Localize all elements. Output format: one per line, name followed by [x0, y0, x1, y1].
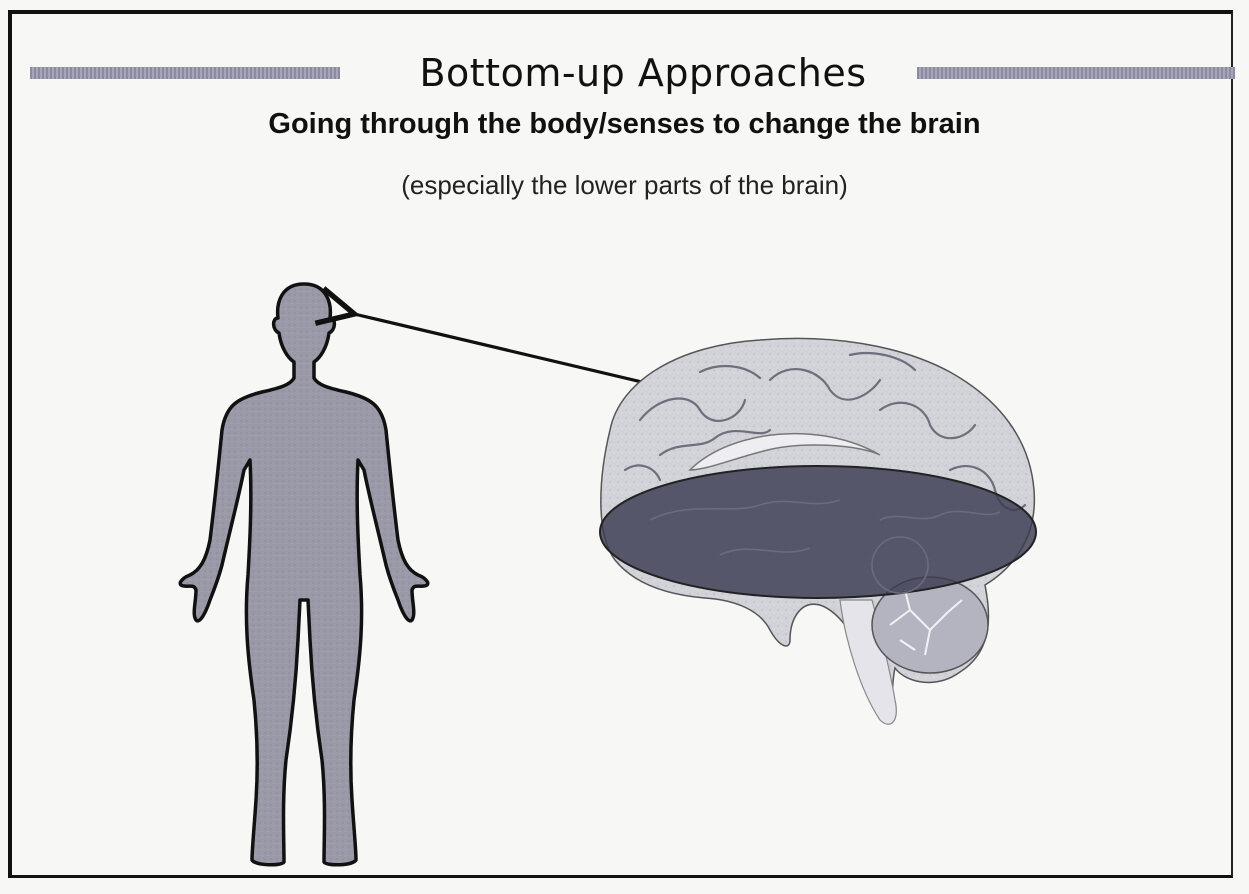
human-body-silhouette-icon [180, 284, 428, 865]
arrow-connector [350, 313, 642, 382]
lower-brain-highlight [600, 466, 1036, 598]
brain-cross-section-icon [600, 338, 1036, 724]
